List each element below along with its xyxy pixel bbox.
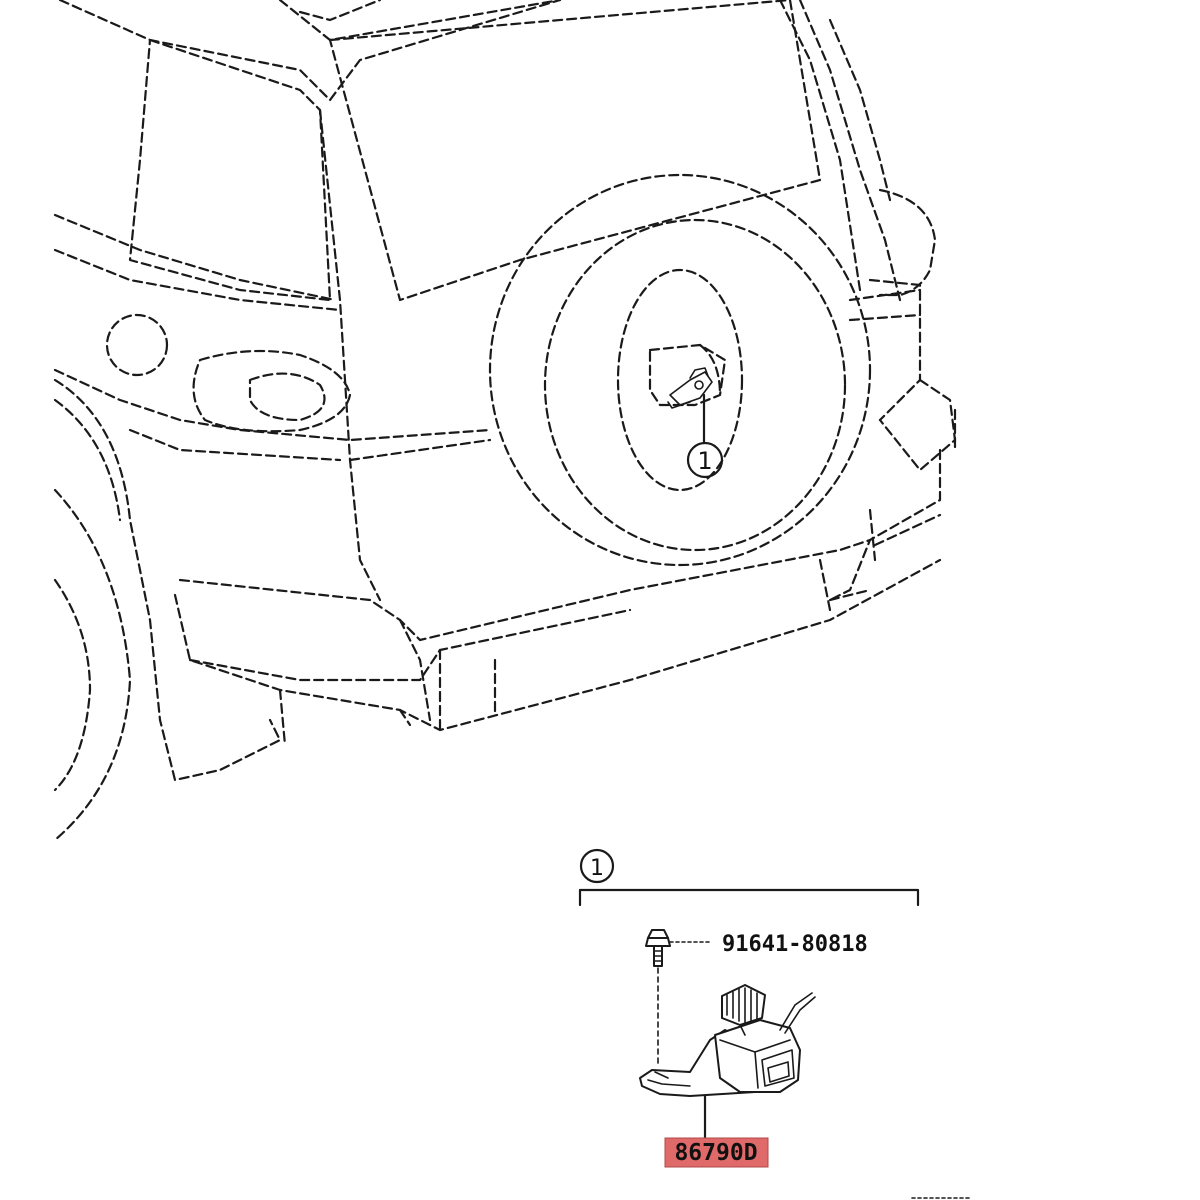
bolt-part-number[interactable]: 91641-80818: [722, 932, 868, 957]
camera-part[interactable]: [639, 984, 816, 1140]
callout-marker: 1: [686, 393, 724, 479]
callout-index: 1: [697, 447, 712, 475]
parts-group: 1: [578, 848, 920, 907]
group-index: 1: [590, 856, 604, 881]
bolt-part[interactable]: [645, 929, 713, 1066]
camera-part-number[interactable]: 86790D: [674, 1140, 757, 1166]
vehicle-outline: [53, 0, 957, 842]
camera-part-number-tag[interactable]: 86790D: [664, 1137, 769, 1168]
camera-location-marker: [667, 367, 713, 409]
